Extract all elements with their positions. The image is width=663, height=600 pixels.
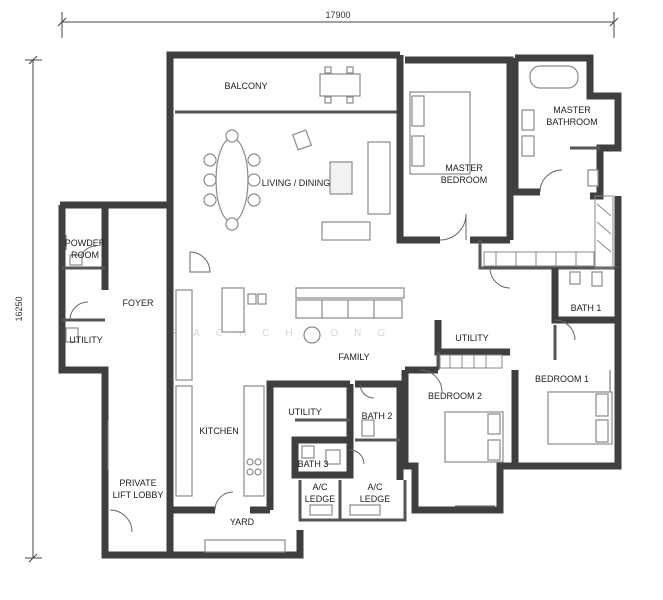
label-lift-lobby-1: PRIVATE: [119, 478, 156, 488]
label-utility-left: UTILITY: [69, 335, 103, 345]
doors: [69, 169, 576, 533]
label-utility-mid: UTILITY: [455, 333, 489, 343]
label-ac-ledge-2b: LEDGE: [360, 494, 391, 504]
label-bedroom2: BEDROOM 2: [428, 391, 482, 401]
label-ac-ledge-1b: LEDGE: [305, 494, 336, 504]
label-powder-room-1: POWDER: [65, 238, 106, 248]
label-balcony: BALCONY: [224, 81, 267, 91]
label-kitchen: KITCHEN: [199, 426, 239, 436]
label-master-bedroom-2: BEDROOM: [441, 175, 488, 185]
label-utility-small: UTILITY: [288, 407, 322, 417]
height-dimension-label: 16250: [14, 296, 24, 321]
label-bedroom1: BEDROOM 1: [535, 374, 589, 384]
label-ac-ledge-1a: A/C: [312, 482, 328, 492]
label-bath3: BATH 3: [298, 459, 329, 469]
label-master-bathroom-2: BATHROOM: [546, 117, 597, 127]
walls: [58, 51, 622, 559]
label-powder-room-2: ROOM: [71, 250, 99, 260]
label-living-dining: LIVING / DINING: [262, 178, 331, 188]
label-yard: YARD: [230, 517, 255, 527]
label-foyer: FOYER: [122, 298, 154, 308]
label-master-bedroom-1: MASTER: [445, 163, 483, 173]
label-master-bathroom-1: MASTER: [553, 105, 591, 115]
room-labels: BALCONY LIVING / DINING MASTER BEDROOM M…: [65, 81, 602, 527]
label-bath1: BATH 1: [571, 303, 602, 313]
label-family: FAMILY: [338, 352, 369, 362]
width-dimension-label: 17900: [325, 10, 350, 20]
dimension-height: 16250: [14, 55, 42, 563]
label-bath2: BATH 2: [362, 411, 393, 421]
watermark: RACHCHLONG: [170, 328, 401, 339]
label-ac-ledge-2a: A/C: [367, 482, 383, 492]
dimension-width: 17900: [57, 10, 619, 38]
furniture: [65, 65, 614, 553]
label-lift-lobby-2: LIFT LOBBY: [113, 490, 164, 500]
